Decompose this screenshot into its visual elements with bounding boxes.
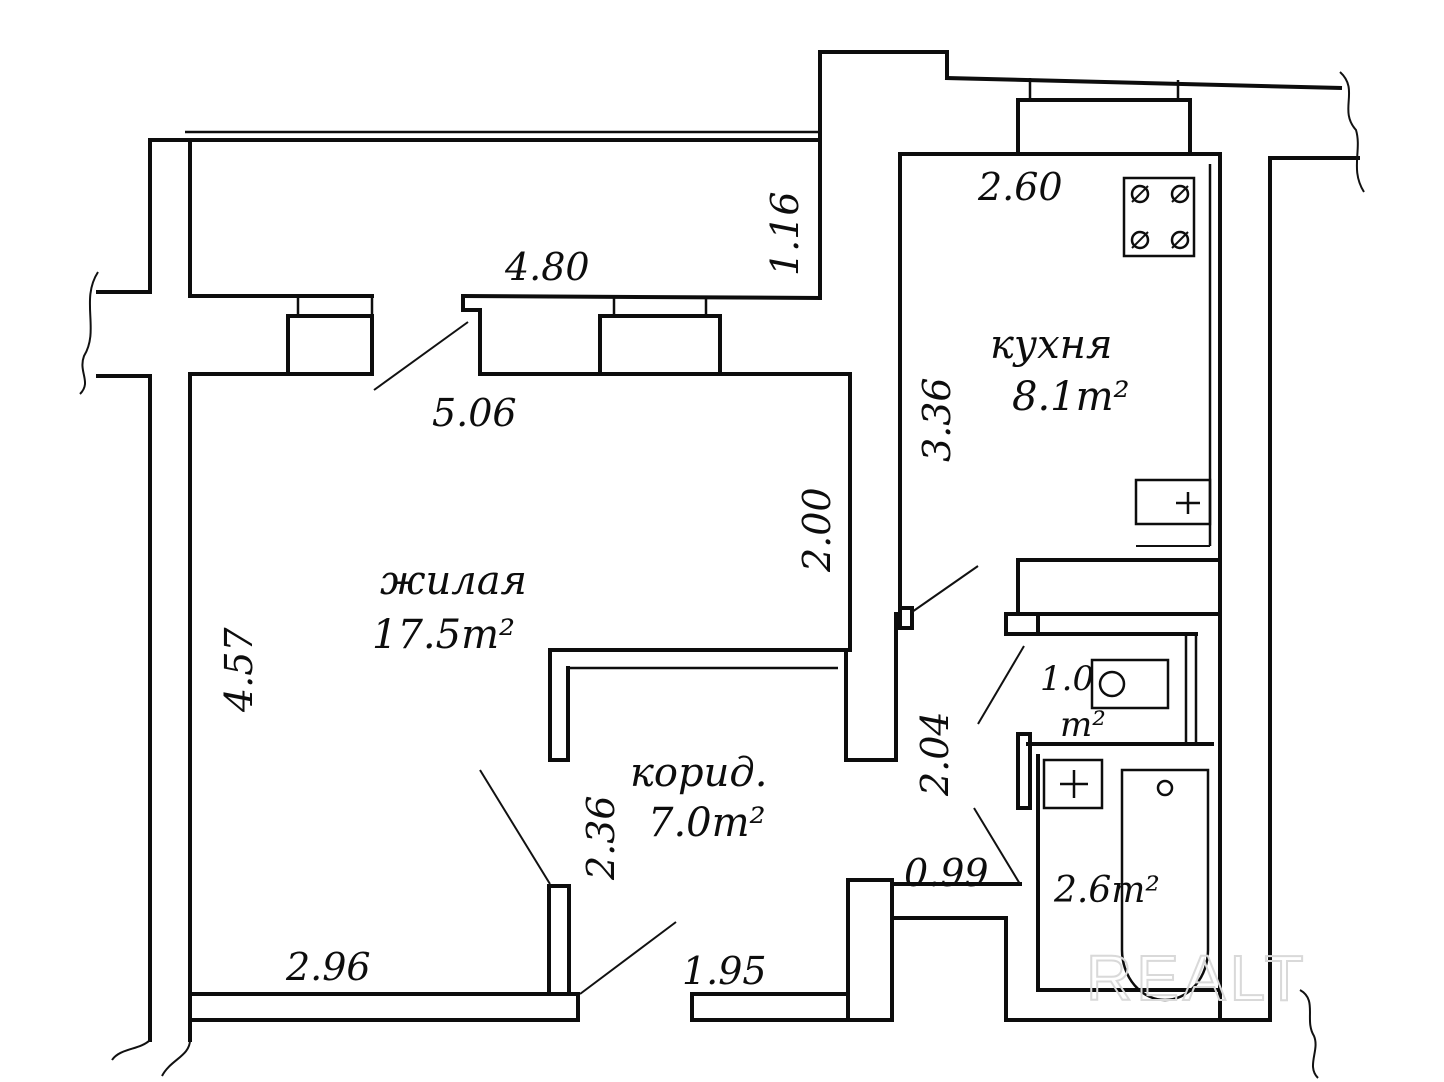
- bathtub-icon: [1120, 768, 1210, 1002]
- dim-kitchen-width: 2.60: [977, 165, 1063, 209]
- loggia-walls: [148, 50, 1343, 301]
- room-wc-area-unit: m²: [1060, 705, 1106, 745]
- dim-partition: 2.00: [795, 487, 839, 573]
- dim-living-bottom: 2.96: [285, 945, 371, 989]
- room-kitchen-area: 8.1m²: [1012, 374, 1130, 420]
- room-bath-area: 2.6m²: [1053, 870, 1160, 911]
- door-swings: [373, 321, 1025, 995]
- living-inner-walls: [188, 372, 898, 1022]
- dim-living-width: 5.06: [432, 391, 517, 435]
- living-exterior-wall: [188, 294, 852, 376]
- room-living-area: 17.5m²: [372, 612, 515, 658]
- bath-sink-icon: [1042, 758, 1104, 810]
- room-living-name: жилая: [380, 558, 527, 604]
- toilet-icon: [1090, 658, 1170, 710]
- dim-living-length: 4.57: [217, 627, 261, 713]
- stove-icon: [1122, 176, 1196, 258]
- left-outer-wall: [79, 138, 192, 1077]
- dim-kitchen-length: 3.36: [915, 377, 959, 462]
- bathroom-walls: [1004, 558, 1222, 992]
- room-wc-area-number: 1.0: [1040, 659, 1094, 699]
- room-corridor-name: корид.: [630, 750, 767, 796]
- dim-wc-length: 2.04: [913, 711, 957, 797]
- dim-loggia-depth: 1.16: [763, 191, 807, 276]
- dim-entrance: 1.95: [682, 949, 767, 993]
- kitchen-walls: [898, 71, 1365, 1022]
- dim-corridor-depth: 2.36: [579, 795, 623, 881]
- room-corridor-area: 7.0m²: [648, 800, 766, 846]
- watermark-logo: REALT: [1086, 942, 1308, 1014]
- kitchen-sink-icon: [1134, 478, 1212, 547]
- entrance-walls: [690, 878, 1319, 1079]
- dim-door-width: 0.99: [904, 851, 989, 895]
- dim-loggia-length: 4.80: [504, 245, 590, 289]
- room-kitchen-name: кухня: [990, 322, 1112, 368]
